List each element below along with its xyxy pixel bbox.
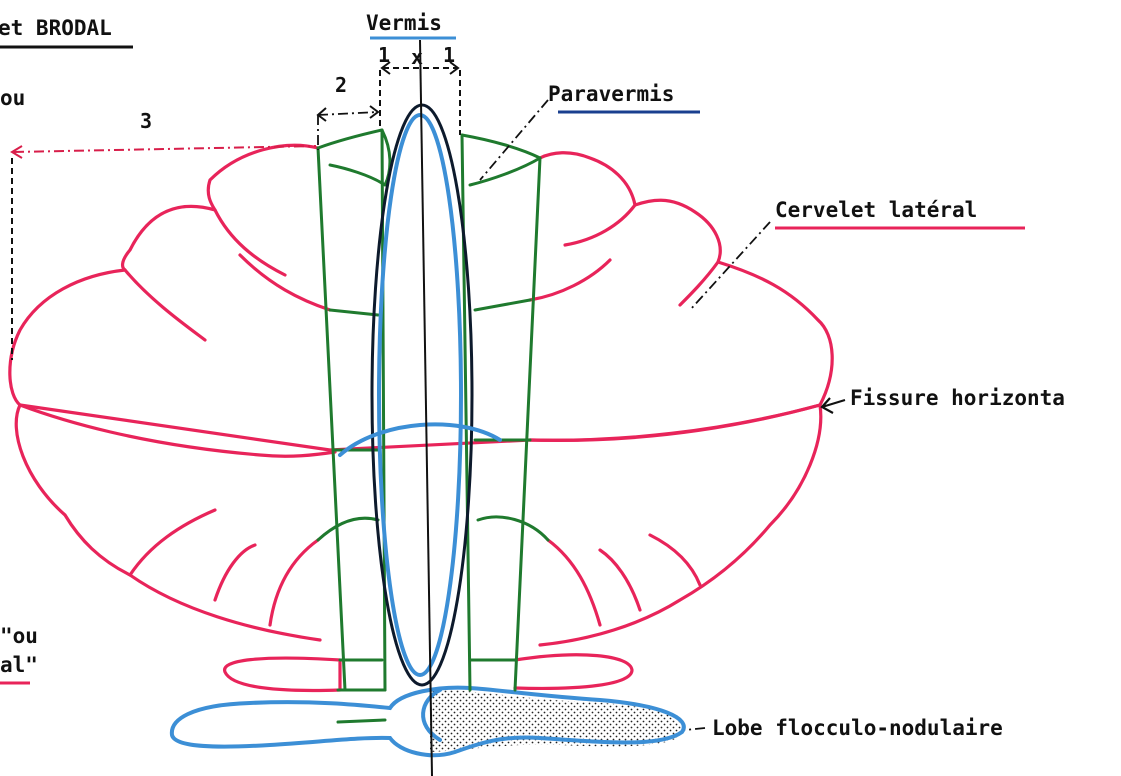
paravermis-left-outer xyxy=(318,148,345,690)
fissure-label: Fissure horizonta xyxy=(850,386,1065,410)
left-fragment-bottom-label-2: al" xyxy=(0,653,38,677)
cervelet-lateral-label: Cervelet latéral xyxy=(775,198,977,222)
dimension-markers xyxy=(12,62,460,360)
folium-line-10 xyxy=(600,550,640,610)
folium-line-12 xyxy=(650,535,700,585)
folium-line-5 xyxy=(680,262,718,305)
leader-lines xyxy=(480,100,845,730)
paravermis-cross-2 xyxy=(475,300,530,310)
midline xyxy=(420,40,432,776)
left-tonsil-outline xyxy=(225,658,340,690)
labels: et BRODAL ou "ou al" Vermis 1 x 1 2 3 Pa… xyxy=(0,11,1065,740)
paravermis-right-outer xyxy=(515,158,540,690)
dimension-1-right-label: 1 xyxy=(443,43,455,67)
upper-hemisphere-outline xyxy=(10,145,832,450)
left-fragment-top-label: ou xyxy=(0,86,25,110)
folium-line-9 xyxy=(270,540,318,625)
header-fragment-label: et BRODAL xyxy=(0,16,112,40)
folium-line-3 xyxy=(240,255,330,310)
dimension-1-left-label: 1 xyxy=(378,43,390,67)
fissure-leader-arrow xyxy=(822,398,845,413)
folium-line-6 xyxy=(530,260,610,300)
dimension-3-label: 3 xyxy=(140,109,152,133)
paravermis-top-left xyxy=(318,130,390,185)
horizontal-fissure-line xyxy=(20,405,820,456)
lower-hemisphere-outline xyxy=(16,405,821,645)
left-fragment-bottom-label-1: "ou xyxy=(0,624,38,648)
cerebellum-outline xyxy=(10,145,832,690)
folium-line-11 xyxy=(548,540,600,625)
folium-line-7 xyxy=(130,510,215,575)
paravermis-cross-1 xyxy=(330,310,378,315)
right-tonsil-outline xyxy=(515,655,632,689)
paravermis-cross-6 xyxy=(478,517,548,540)
vermis-label: Vermis xyxy=(366,11,442,35)
vermis-outline-blue xyxy=(379,115,461,675)
paravermis-label: Paravermis xyxy=(548,82,674,106)
vermis-zone xyxy=(340,105,500,685)
paravermis-cross-5 xyxy=(318,518,378,540)
flocculonodular-lobe xyxy=(172,688,685,756)
lobe-leader xyxy=(685,728,705,730)
folium-line-4 xyxy=(565,205,635,245)
folium-line-2 xyxy=(125,270,205,340)
folium-line-8 xyxy=(215,545,255,600)
dimension-x-label: x xyxy=(411,45,423,69)
lobe-label: Lobe flocculo-nodulaire xyxy=(712,716,1003,740)
paravermis-top-right xyxy=(462,135,540,185)
dimension-2-arrows xyxy=(318,106,378,121)
dimension-2-label: 2 xyxy=(335,73,347,97)
